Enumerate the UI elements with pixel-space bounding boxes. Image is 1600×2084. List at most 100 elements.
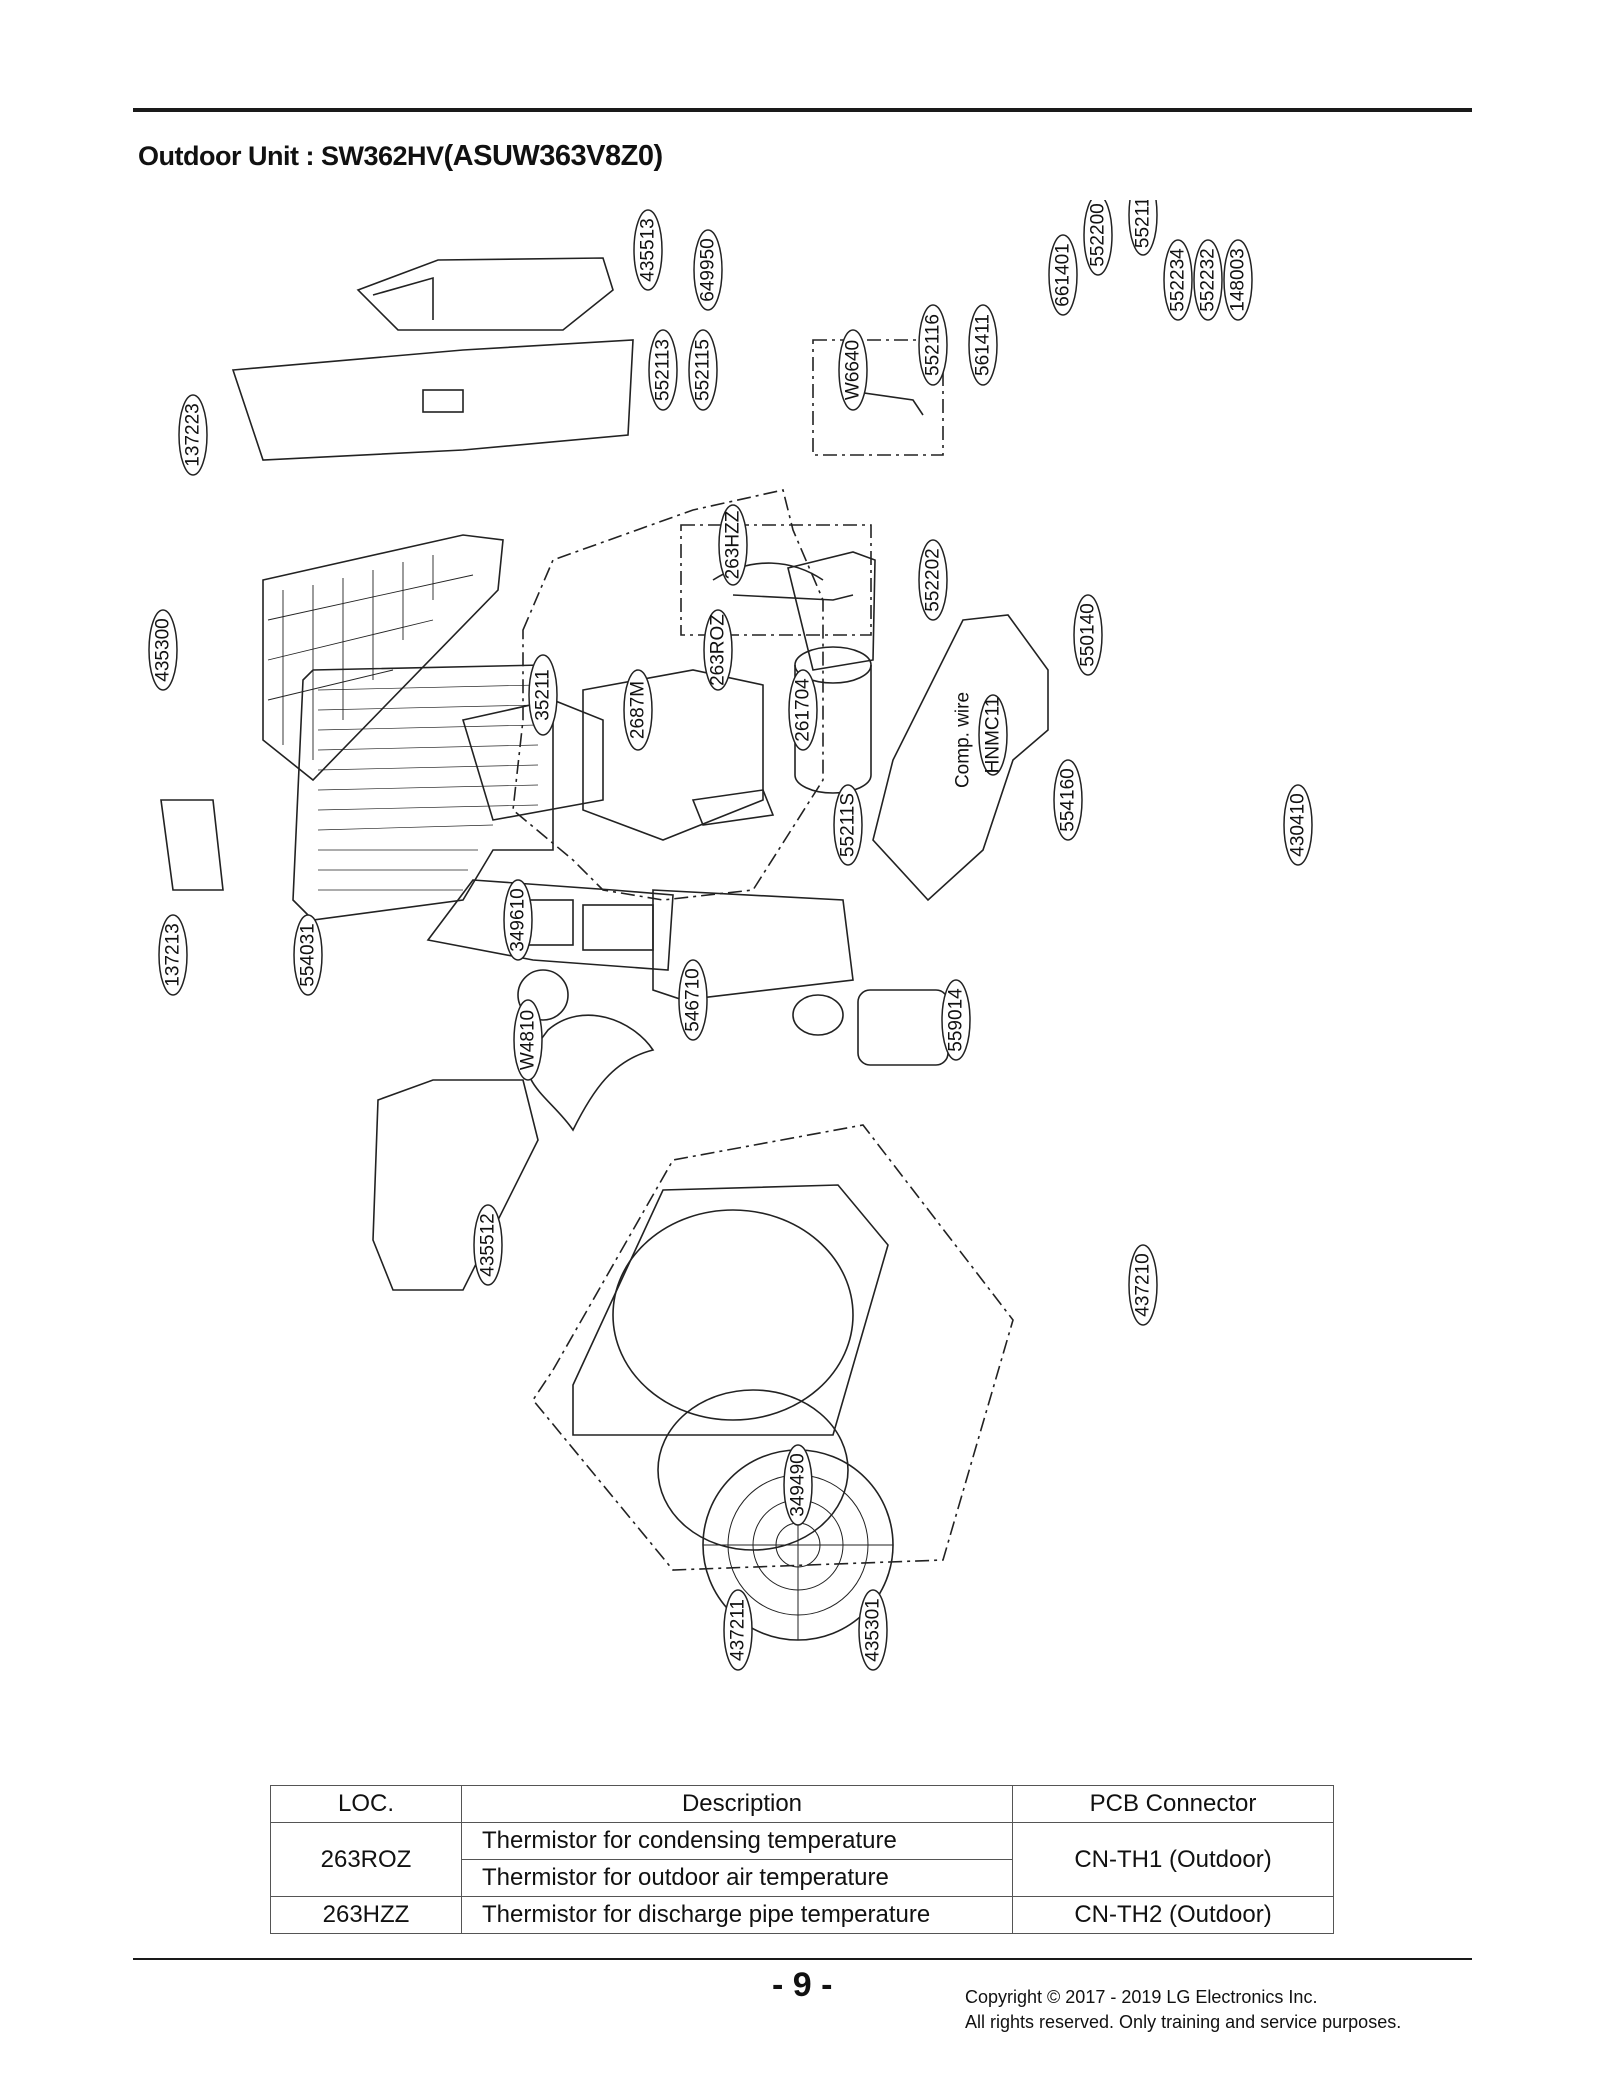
- callout-oval: [918, 304, 948, 386]
- callout-label: W6640: [843, 340, 864, 400]
- callout-label: 552116: [923, 314, 944, 376]
- callout-oval: [693, 229, 723, 311]
- callout-oval: [623, 669, 653, 751]
- pcb-cell: CN-TH2 (Outdoor): [1012, 1896, 1334, 1934]
- table-row: 263HZZ Thermistor for discharge pipe tem…: [270, 1896, 1334, 1934]
- part-callout: 437211: [723, 1589, 753, 1671]
- part-callout: W4810: [513, 999, 543, 1081]
- part-callout: 550140: [1073, 594, 1103, 676]
- callout-oval: [703, 609, 733, 691]
- part-callout: 559014: [941, 979, 971, 1061]
- exploded-view-diagram: 435513 137223 649950 552113 552115 W6640 55211…: [148, 200, 1313, 1671]
- bottom-panel-part: [652, 889, 854, 1001]
- part-callout: 552113: [648, 329, 678, 411]
- part-callout: 435301: [858, 1589, 888, 1671]
- description-cell: Thermistor for condensing temperature: [461, 1822, 1013, 1860]
- callout-label: 552200: [1088, 203, 1109, 266]
- part-callout: 552234: [1163, 239, 1193, 321]
- callout-label: 435513: [638, 218, 659, 281]
- part-callout: 661401: [1048, 234, 1078, 316]
- part-callout: 137223: [178, 394, 208, 476]
- callout-oval: [833, 784, 863, 866]
- callout-oval: [783, 1444, 813, 1526]
- orifice-ring-part: [657, 1389, 849, 1551]
- top-cover-part: [356, 257, 614, 331]
- callout-label: 649950: [698, 238, 719, 301]
- part-callout: 430410: [1283, 784, 1313, 866]
- callout-oval: [178, 394, 208, 476]
- part-callout: 263HZZ: [718, 504, 748, 586]
- callout-oval: [503, 879, 533, 961]
- part-callout: 349490: [783, 1444, 813, 1526]
- callout-label: 349490: [788, 1453, 809, 1516]
- part-callout: 55211G: [1128, 200, 1158, 256]
- callout-oval: [148, 609, 178, 691]
- callout-oval: [838, 329, 868, 411]
- callout-label: 430410: [1288, 793, 1309, 856]
- callout-oval: [1128, 1244, 1158, 1326]
- callout-oval: [968, 304, 998, 386]
- callout-label: 552202: [923, 548, 944, 611]
- part-callout: 263ROZ: [703, 609, 733, 691]
- part-callout: W6640: [838, 329, 868, 411]
- callout-oval: [1283, 784, 1313, 866]
- top-rule: [133, 108, 1472, 112]
- part-callout: 552202: [918, 539, 948, 621]
- callout-oval: [688, 329, 718, 411]
- callout-oval: [1073, 594, 1103, 676]
- fan-blade-part: [526, 1014, 655, 1132]
- callout-oval: [1223, 239, 1253, 321]
- table-row: 263ROZ Thermistor for condensing tempera…: [270, 1822, 1334, 1897]
- callout-oval: [1053, 759, 1083, 841]
- loc-cell: 263ROZ: [270, 1822, 462, 1897]
- callout-label: 263ROZ: [708, 614, 729, 686]
- callout-oval: [293, 914, 323, 996]
- loc-cell: 263HZZ: [270, 1896, 462, 1934]
- callout-label: 137213: [163, 923, 184, 986]
- part-callout: 552232: [1193, 239, 1223, 321]
- page-number: - 9 -: [772, 1966, 833, 2004]
- title-prefix: Outdoor Unit : SW362HV: [138, 141, 444, 171]
- sensor-group: [812, 339, 944, 456]
- valve-group: [680, 524, 872, 636]
- callout-label: 435512: [478, 1213, 499, 1276]
- callout-oval: [978, 694, 1008, 776]
- description-cell: Thermistor for outdoor air temperature: [461, 1859, 1013, 1897]
- callout-label: 561411: [973, 314, 994, 376]
- copyright-line-2: All rights reserved. Only training and s…: [965, 2012, 1402, 2032]
- callout-label: 550140: [1078, 603, 1099, 666]
- part-callout: 261704: [788, 669, 818, 751]
- part-callout: 435300: [148, 609, 178, 691]
- part-callout: 649950: [693, 229, 723, 311]
- front-panel-group: [532, 1124, 1014, 1571]
- base-pan-part: [872, 614, 1049, 902]
- part-callout: 554160: [1053, 759, 1083, 841]
- copyright: Copyright © 2017 - 2019 LG Electronics I…: [965, 1985, 1401, 2035]
- callout-label: 552234: [1168, 248, 1189, 312]
- callout-label: 435301: [863, 1598, 884, 1661]
- part-callout: 35211: [528, 654, 558, 736]
- callout-oval: [528, 654, 558, 736]
- callout-oval: [1048, 234, 1078, 316]
- part-callout: 552115: [688, 329, 718, 411]
- part-callout: 561411: [968, 304, 998, 386]
- part-callout: Comp. wire: [953, 692, 974, 788]
- pcb-part: [787, 551, 876, 671]
- callout-label: 437210: [1133, 1253, 1154, 1316]
- table-row: Thermistor for outdoor air temperature: [271, 1859, 1334, 1897]
- callout-label: Comp. wire: [953, 692, 974, 788]
- part-callout: 137213: [158, 914, 188, 996]
- callout-label: 263HZZ: [723, 510, 744, 579]
- grille-part: [262, 534, 504, 782]
- callout-oval: [718, 504, 748, 586]
- pcb-cell: CN-TH1 (Outdoor): [1012, 1822, 1334, 1897]
- callout-label: HNMC11: [983, 697, 1004, 774]
- callout-label: 559014: [946, 988, 967, 1052]
- callout-label: 261704: [793, 678, 814, 742]
- header-loc: LOC.: [270, 1785, 462, 1823]
- callout-label: 55211S: [838, 793, 859, 857]
- callout-label: 55211G: [1133, 200, 1154, 248]
- table-header-row: LOC. Description PCB Connector: [270, 1785, 1334, 1823]
- part-callout: 552200: [1083, 200, 1113, 276]
- callout-label: 2687M: [628, 681, 649, 739]
